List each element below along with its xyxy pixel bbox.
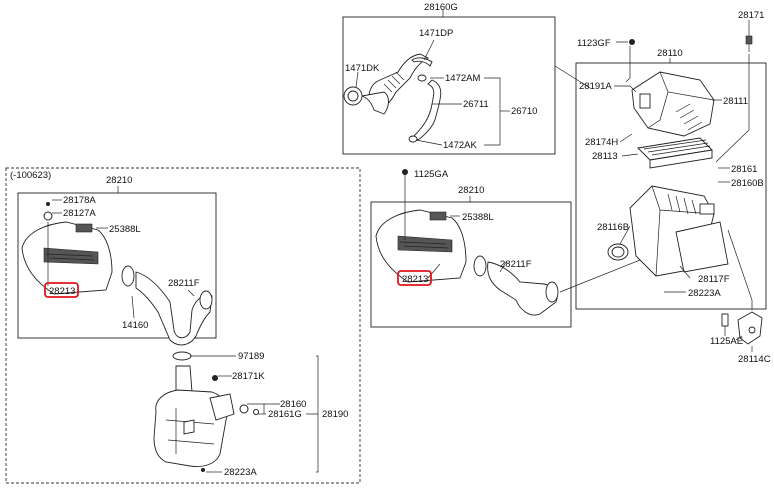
label-25388L-middle: 25388L [462,212,494,223]
intake-hose-group-box [342,16,556,155]
label-28114C: 28114C [738,354,771,365]
label-28213-middle: 28213 [402,274,428,285]
label-28223A-right: 28223A [688,288,721,299]
label-28171K: 28171K [232,371,265,382]
label-14160: 14160 [122,320,148,331]
bolt-1125AE [721,313,729,336]
label-1471DK: 1471DK [345,63,380,74]
label-1471DP: 1471DP [419,28,453,39]
highlight-28213-left [44,282,79,298]
label-28111: 28111 [723,96,748,107]
resonator-28190 [153,351,259,472]
label-28161G-left: 28161G [268,409,302,420]
label-28174H: 28174H [585,137,618,148]
label-28178A: 28178A [63,195,96,206]
label-28211F-middle: 28211F [500,259,532,270]
label-28160B: 28160B [731,178,764,189]
bolt-28171 [745,35,753,52]
label-28191A: 28191A [579,81,612,92]
label-1472AM: 1472AM [445,73,480,84]
label-28113: 28113 [592,151,618,162]
label-28190: 28190 [322,409,348,420]
label-variant-note: (-100623) [10,170,51,181]
air-duct-middle [375,209,467,283]
label-28210-middle: 28210 [458,185,484,196]
hose-28211F-left [121,265,213,346]
label-28223A-left: 28223A [224,467,257,478]
label-28210-left: 28210 [106,175,132,186]
label-28127A: 28127A [63,208,96,219]
label-1472AK: 1472AK [443,140,477,151]
label-97189: 97189 [238,351,264,362]
label-1125AE: 1125AE [710,336,743,347]
highlight-28213-middle [397,270,432,286]
duct-group-box-left [17,192,217,339]
bracket-28114C [737,311,763,345]
label-1123GF: 1123GF [577,38,611,49]
bolt-1123GF [629,39,635,45]
label-28161-right: 28161 [731,164,757,175]
label-28117F: 28117F [698,274,730,285]
label-25388L-left: 25388L [109,224,141,235]
intake-hose-assembly [343,53,442,143]
label-28171: 28171 [738,10,764,21]
air-cleaner-group-box [575,62,767,310]
label-28160G: 28160G [424,2,458,13]
air-cleaner-body [607,185,729,277]
label-1125GA: 1125GA [414,169,449,180]
label-28160-left: 28160 [280,399,306,410]
label-28213-left: 28213 [49,286,75,297]
earlier-variant-dashed-box [5,167,361,484]
label-26710: 26710 [511,106,537,117]
label-28110: 28110 [657,48,683,59]
air-cleaner-cover [631,71,715,137]
air-filter-element [637,137,713,169]
air-duct-left [21,202,113,295]
label-28211F-left: 28211F [168,278,200,289]
hose-28211F-middle [473,255,559,316]
label-28116B: 28116B [597,222,629,233]
label-26711: 26711 [463,99,489,110]
duct-group-box-middle [370,201,572,328]
